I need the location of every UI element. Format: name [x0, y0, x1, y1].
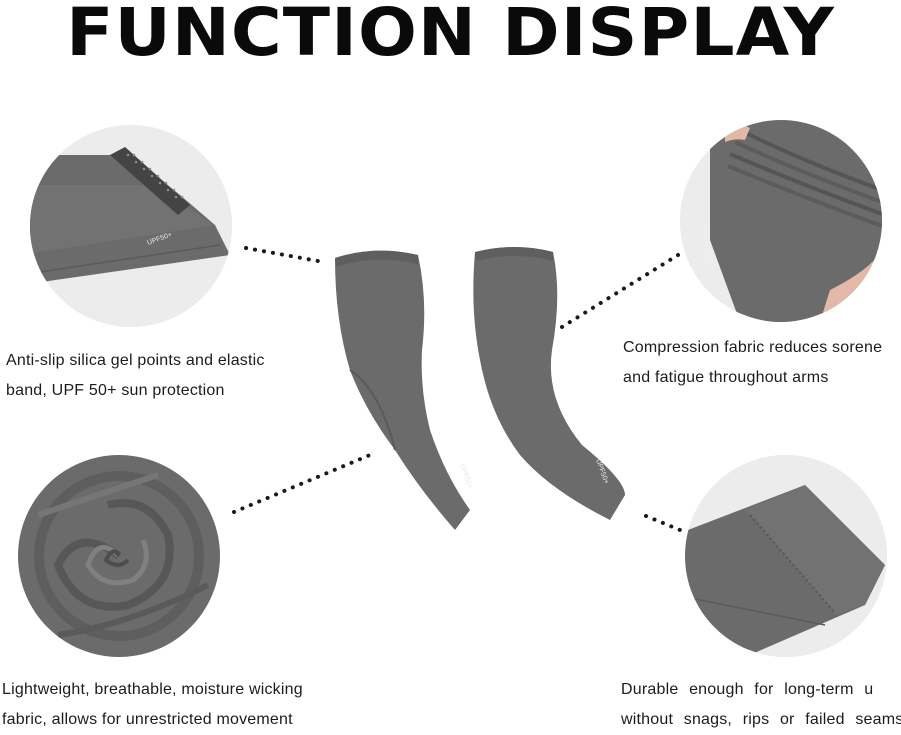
connector-bottom-right — [644, 514, 682, 532]
cuff-detail-image: UPF50+ — [30, 125, 232, 327]
caption-bottom-right: Durable enough for long-term u without s… — [621, 681, 901, 728]
upf-tag-label: UPF50+ — [458, 463, 473, 490]
caption-top-left: Anti-slip silica gel points and elastic … — [6, 352, 265, 399]
fabric-swirl-image — [18, 455, 220, 657]
caption-top-right: Compression fabric reduces sorene and fa… — [623, 339, 883, 386]
page-title: FUNCTION DISPLAY — [66, 0, 835, 71]
arm-sleeves-image: UPF50+ UPF50+ — [335, 247, 625, 531]
hem-detail-image — [685, 455, 887, 657]
caption-bottom-left: Lightweight, breathable, moisture wickin… — [2, 681, 303, 728]
connector-top-left — [244, 246, 320, 263]
compression-detail-image: UPF50+ — [680, 120, 882, 322]
